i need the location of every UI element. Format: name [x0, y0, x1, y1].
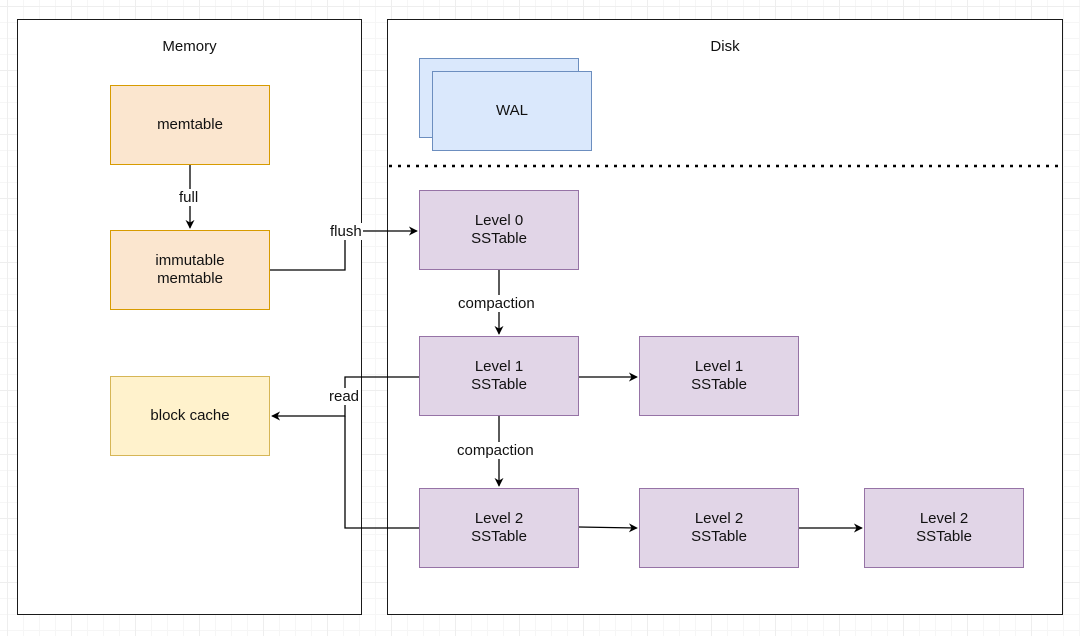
wal-node: WAL: [432, 71, 592, 151]
memory-panel-title: Memory: [162, 38, 217, 55]
memtable-node: memtable: [110, 85, 270, 165]
edge-label-compaction-1-2: compaction: [456, 442, 535, 459]
edge-label-read: read: [328, 388, 361, 405]
level2-sstable-node: Level 2 SSTable: [419, 488, 579, 568]
level2-sstable-node-2: Level 2 SSTable: [639, 488, 799, 568]
level2-sstable-node-3: Level 2 SSTable: [864, 488, 1024, 568]
edge-label-compaction-0-1: compaction: [457, 295, 536, 312]
edge-label-flush: flush: [329, 223, 363, 240]
disk-panel-title: Disk: [710, 38, 740, 55]
level1-sstable-node: Level 1 SSTable: [419, 336, 579, 416]
edge-label-full: full: [178, 189, 200, 206]
block-cache-node: block cache: [110, 376, 270, 456]
level0-sstable-node: Level 0 SSTable: [419, 190, 579, 270]
level1-sstable-node-2: Level 1 SSTable: [639, 336, 799, 416]
immutable-memtable-node: immutable memtable: [110, 230, 270, 310]
